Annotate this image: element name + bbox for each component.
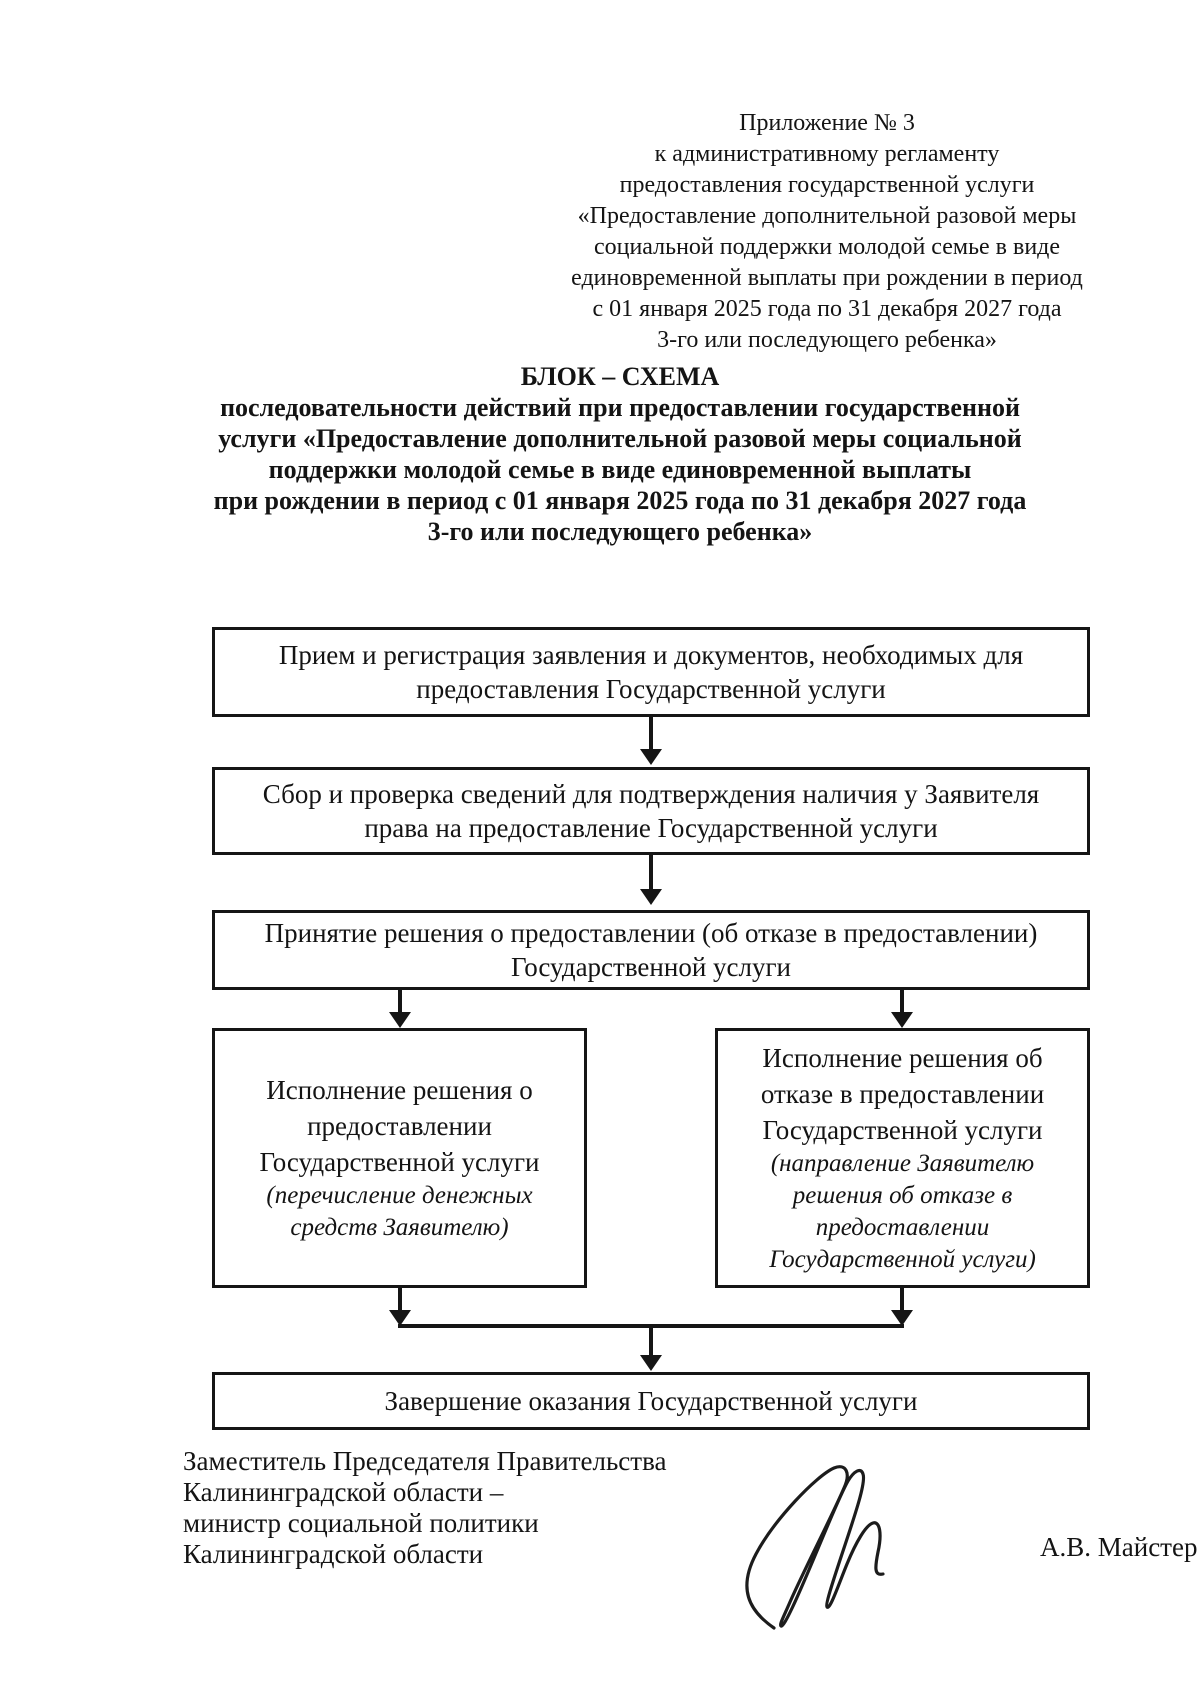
flow-connector-line (900, 987, 904, 1014)
signatory-title: Заместитель Председателя Правительства К… (183, 1446, 666, 1570)
arrow-down-icon (891, 1012, 913, 1028)
arrow-down-icon (389, 1012, 411, 1028)
flow-step-reception-label: Прием и регистрация заявления и документ… (278, 640, 1024, 704)
appendix-header-line: с 01 января 2025 года по 31 декабря 2027… (592, 296, 1062, 322)
arrow-down-icon (640, 749, 662, 765)
document-title-line: услуги «Предоставление дополнительной ра… (218, 424, 1022, 453)
document-title: БЛОК – СХЕМА последовательности действий… (120, 361, 1120, 547)
signatory-title-line: министр социальной политики (183, 1508, 539, 1538)
appendix-header-line: единовременной выплаты при рождении в пе… (571, 265, 1083, 291)
arrow-down-icon (389, 1310, 411, 1326)
appendix-header: Приложение № 3 к административному регла… (560, 108, 1094, 356)
signatory-name: А.В. Майстер (1040, 1532, 1198, 1562)
flow-step-completion: Завершение оказания Государственной услу… (212, 1372, 1090, 1430)
arrow-down-icon (640, 1355, 662, 1371)
flow-step-verification: Сбор и проверка сведений для подтвержден… (212, 767, 1090, 855)
signatory-title-line: Заместитель Председателя Правительства (183, 1446, 667, 1476)
signatory-title-line: Калининградской области (183, 1539, 484, 1569)
appendix-header-line: «Предоставление дополнительной разовой м… (577, 203, 1077, 229)
appendix-header-line: социальной поддержки молодой семье в вид… (593, 234, 1061, 260)
flow-branch-refusal-note: (направление Заявителю решения об отказе… (769, 1150, 1036, 1273)
flow-connector-line (398, 987, 402, 1014)
document-title-line: 3-го или последующего ребенка» (427, 517, 813, 546)
flow-connector-line (649, 852, 653, 891)
flow-step-completion-label: Завершение оказания Государственной услу… (384, 1386, 918, 1416)
flow-branch-refusal: Исполнение решения об отказе в предостав… (715, 1028, 1090, 1288)
document-title-line: при рождении в период с 01 января 2025 г… (213, 486, 1027, 515)
flow-step-reception: Прием и регистрация заявления и документ… (212, 627, 1090, 717)
arrow-down-icon (640, 889, 662, 905)
document-title-line: последовательности действий при предоста… (220, 393, 1020, 422)
document-title-line: БЛОК – СХЕМА (520, 362, 720, 391)
signatory-title-line: Калининградской области – (183, 1477, 504, 1507)
appendix-header-line: предоставления государственной услуги (619, 172, 1035, 198)
flow-connector-line (649, 1326, 653, 1358)
flow-branch-grant-label: Исполнение решения о предоставлении Госу… (259, 1075, 540, 1177)
flow-step-decision: Принятие решения о предоставлении (об от… (212, 910, 1090, 990)
appendix-header-line: к административному регламенту (654, 141, 1000, 167)
flow-connector-line (398, 1285, 402, 1312)
flow-connector-line (900, 1285, 904, 1312)
document-title-line: поддержки молодой семье в виде единоврем… (268, 455, 972, 484)
flow-branch-grant-note: (перечисление денежных средств Заявителю… (266, 1182, 533, 1241)
flow-branch-grant: Исполнение решения о предоставлении Госу… (212, 1028, 587, 1288)
flow-connector-line (649, 714, 653, 751)
flow-step-decision-label: Принятие решения о предоставлении (об от… (264, 918, 1038, 982)
appendix-header-line: 3-го или последующего ребенка» (657, 327, 997, 353)
appendix-header-line: Приложение № 3 (739, 110, 915, 136)
signature-scribble-icon (745, 1465, 885, 1630)
arrow-down-icon (891, 1310, 913, 1326)
flow-step-verification-label: Сбор и проверка сведений для подтвержден… (262, 779, 1040, 843)
flow-branch-refusal-label: Исполнение решения об отказе в предостав… (760, 1043, 1045, 1145)
